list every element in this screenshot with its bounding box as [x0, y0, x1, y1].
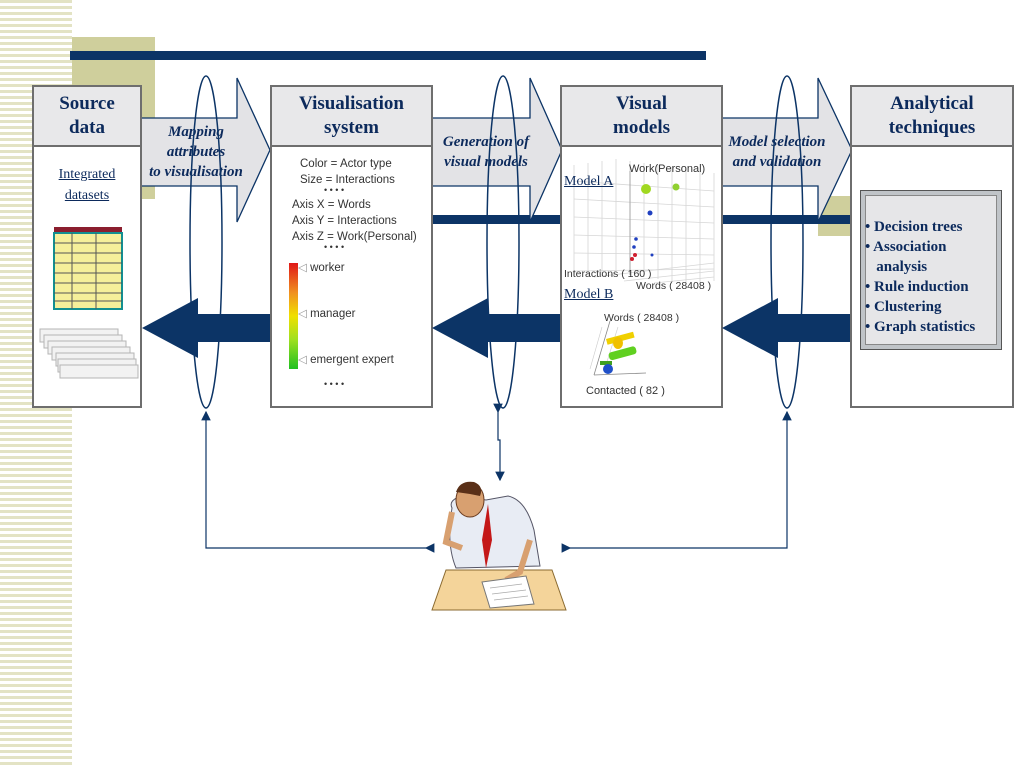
thinking-person-illustration [431, 481, 567, 611]
arrow-generation [431, 77, 563, 223]
visualisation-system-title: Visualisation system [272, 87, 431, 147]
technique-item: • Association [865, 239, 947, 255]
visual-models-panel: Visual models Work(Personal) Model A Int… [560, 85, 723, 408]
connector-bar-2 [710, 215, 850, 224]
title-bar [70, 51, 706, 60]
config-axis-y: Axis Y = Interactions [292, 215, 397, 227]
connector-left [201, 410, 435, 553]
back-arrow-3 [722, 298, 850, 358]
model-a-scatter-plot [573, 159, 715, 284]
document-stack-icon [39, 328, 139, 379]
legend-emergent-expert-label: emergent expert [310, 354, 394, 366]
connector-bar-1 [418, 215, 561, 224]
techniques-list: • Decision trees • Association analysis … [865, 217, 975, 337]
config-axis-x: Axis X = Words [292, 199, 371, 211]
config-ellipsis-1: • • • • [324, 185, 345, 195]
model-a-axis-y: Interactions ( 160 ) [564, 268, 652, 280]
color-gradient-bar [289, 263, 298, 369]
legend-manager-label: manager [310, 308, 356, 320]
techniques-box-inner [865, 195, 997, 345]
feedback-ellipse-3 [770, 75, 804, 409]
feedback-ellipse-1 [189, 75, 223, 409]
visual-models-title: Visual models [562, 87, 721, 147]
integrated-datasets-link[interactable]: Integrated datasets [58, 167, 116, 203]
technique-item: • Graph statistics [865, 319, 976, 335]
back-arrow-2 [432, 298, 560, 358]
model-a-axis-x: Words ( 28408 ) [636, 280, 712, 292]
model-b-label[interactable]: Model B [564, 287, 614, 302]
legend-worker: ◁ worker [298, 262, 345, 274]
model-a-axis-z: Work(Personal) [629, 163, 706, 175]
technique-item: • Rule induction [865, 279, 969, 295]
config-ellipsis-2: • • • • [324, 242, 345, 252]
techniques-box: • Decision trees • Association analysis … [860, 190, 1002, 350]
arrow-mapping [139, 77, 271, 223]
legend-worker-label: worker [310, 262, 345, 274]
config-axis-z: Axis Z = Work(Personal) [292, 231, 417, 243]
model-a-label[interactable]: Model A [564, 174, 614, 189]
source-data-panel: Source data Integrated datasets [32, 85, 142, 408]
mapping-arrow-label: Mapping attributes to visualisation [149, 124, 243, 180]
connector-middle [493, 403, 505, 482]
technique-item: analysis [865, 259, 928, 275]
feedback-ellipse-2 [486, 75, 520, 409]
legend-manager: ◁ manager [298, 308, 356, 320]
technique-item: • Clustering [865, 299, 942, 315]
model-b-axis-top: Words ( 28408 ) [604, 312, 680, 324]
spreadsheet-icon [53, 227, 123, 310]
model-b-3d-plot [589, 320, 647, 376]
legend-ellipsis: • • • • [324, 379, 345, 389]
back-arrow-1 [142, 298, 270, 358]
visualisation-system-panel: Visualisation system Color = Actor type … [270, 85, 433, 408]
model-b-axis-bottom: Contacted ( 82 ) [586, 385, 665, 397]
technique-item: • Decision trees [865, 219, 963, 235]
selection-arrow-label: Model selection and validation [728, 134, 826, 170]
connector-right [561, 410, 792, 553]
config-color: Color = Actor type [300, 158, 392, 170]
analytical-techniques-title: Analytical techniques [852, 87, 1012, 147]
arrow-selection [721, 77, 853, 223]
source-data-title: Source data [34, 87, 140, 147]
legend-emergent-expert: ◁ emergent expert [298, 354, 394, 366]
config-size: Size = Interactions [300, 174, 395, 186]
